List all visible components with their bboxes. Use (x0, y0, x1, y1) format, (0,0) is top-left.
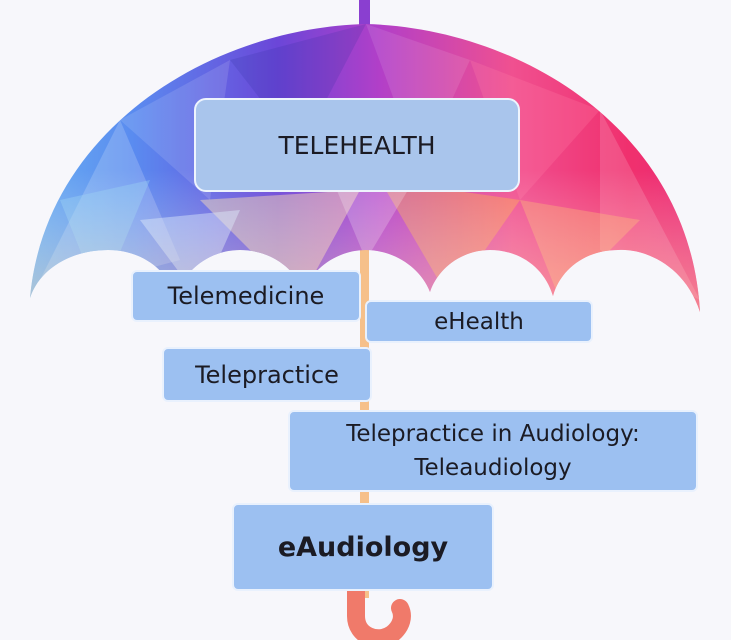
telepractice-audiology-box: Telepractice in Audiology: Teleaudiology (288, 410, 698, 492)
telepractice-box: Telepractice (162, 347, 372, 402)
eaudiology-box: eAudiology (232, 503, 494, 591)
telehealth-label: TELEHEALTH (278, 130, 436, 160)
umbrella-handle (347, 581, 411, 640)
ehealth-label: eHealth (434, 308, 524, 335)
telepractice-audiology-label-line2: Teleaudiology (414, 455, 572, 481)
telehealth-box: TELEHEALTH (194, 98, 520, 192)
eaudiology-label: eAudiology (277, 531, 449, 563)
telemedicine-box: Telemedicine (131, 270, 361, 322)
telepractice-label: Telepractice (195, 360, 339, 389)
telemedicine-label: Telemedicine (167, 282, 325, 310)
umbrella-tip (359, 0, 370, 28)
ehealth-box: eHealth (365, 300, 593, 343)
telepractice-audiology-label-line1: Telepractice in Audiology: (346, 421, 640, 447)
